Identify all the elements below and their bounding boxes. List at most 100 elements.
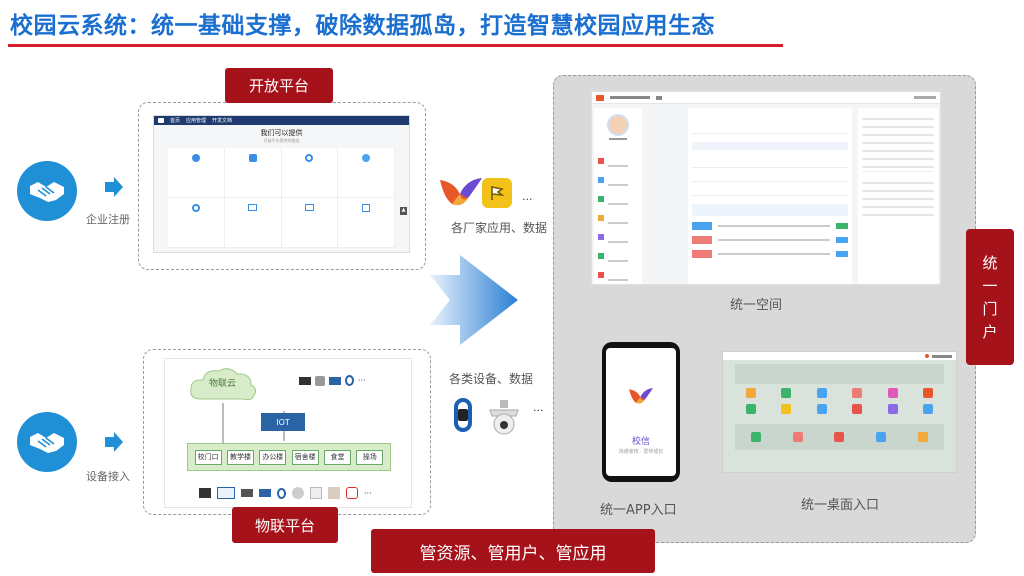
iot-node: 校门口 (194, 449, 222, 465)
space-center-col (688, 108, 852, 284)
folder-icon (191, 204, 200, 212)
task-button[interactable] (836, 237, 848, 243)
phone-screen[interactable]: 校信 沟通家校 · 爱伴成长 (606, 348, 676, 476)
iot-node: 办公楼 (259, 449, 287, 465)
service-card[interactable] (168, 198, 225, 248)
enterprise-register-label: 企业注册 (86, 213, 130, 226)
open-platform-screenshot: 首页 应用管理 开发文档 我们可以提供 开放平台提供的服务 ▲ (153, 115, 410, 253)
menu-item-icon[interactable] (598, 253, 604, 259)
app-tile[interactable] (745, 388, 756, 398)
user-name (609, 138, 627, 140)
quick-links[interactable] (862, 112, 934, 172)
smart-band-icon (454, 398, 472, 432)
menu-item-icon[interactable] (598, 177, 604, 183)
app-tile[interactable] (745, 404, 756, 414)
handshake-icon (17, 161, 77, 221)
service-card[interactable] (224, 198, 282, 248)
user-info[interactable] (914, 96, 936, 99)
nav-item[interactable]: 开发文档 (212, 118, 233, 124)
scroll-up-button[interactable]: ▲ (400, 207, 407, 215)
laptop-icon (241, 489, 253, 497)
app-tile[interactable] (816, 388, 827, 398)
nav-item[interactable]: 应用管理 (186, 118, 207, 124)
menu-item-icon[interactable] (598, 215, 604, 221)
task-button[interactable] (836, 251, 848, 257)
recent-list[interactable] (862, 176, 934, 216)
app-tile[interactable] (852, 388, 863, 398)
connector-line (222, 403, 224, 443)
task-button[interactable] (836, 223, 848, 229)
task-row (692, 250, 848, 258)
sensor-icon (310, 487, 322, 499)
portal-char: 户 (982, 323, 998, 341)
desktop-app-grid (735, 388, 944, 414)
menu-item[interactable] (608, 165, 628, 167)
service-card[interactable] (338, 148, 395, 198)
app-tile[interactable] (781, 404, 792, 414)
app-tile[interactable] (918, 432, 929, 442)
logo-icon (925, 354, 929, 358)
menu-item[interactable] (608, 203, 628, 205)
menu-item-icon[interactable] (598, 196, 604, 202)
device-access-label: 设备接入 (86, 470, 130, 483)
desktop-banner (735, 364, 944, 384)
iot-node: 宿舍楼 (291, 449, 319, 465)
open-platform-heading: 我们可以提供 (260, 129, 303, 137)
menu-icon[interactable] (656, 95, 662, 100)
menu-item[interactable] (608, 184, 628, 186)
menu-item-icon[interactable] (598, 272, 604, 278)
monitor-icon (248, 204, 258, 211)
top-device-row: ··· (299, 375, 366, 386)
device-icon (315, 375, 325, 386)
app-tile[interactable] (750, 432, 761, 442)
app-name: 校信 (631, 437, 650, 447)
space-row (692, 204, 848, 216)
service-card[interactable] (281, 148, 339, 198)
app-tile[interactable] (876, 432, 887, 442)
menu-item[interactable] (608, 241, 628, 243)
app-tile[interactable] (834, 432, 845, 442)
menu-item[interactable] (608, 279, 628, 281)
iot-hub: IOT (261, 413, 305, 431)
service-card[interactable] (224, 148, 282, 198)
ellipsis: ··· (522, 193, 533, 206)
document-icon (362, 204, 371, 212)
app-tile[interactable] (923, 388, 934, 398)
app-tile[interactable] (887, 388, 898, 398)
app-tile[interactable] (792, 432, 803, 442)
app-tile[interactable] (923, 404, 934, 414)
open-platform-subheading: 开放平台提供的服务 (263, 138, 300, 143)
bottom-device-row: ··· (199, 487, 372, 499)
iot-platform-box: 物联云 IOT 校门口 教学楼 办公楼 宿舍楼 食堂 操场 ··· (143, 349, 431, 515)
service-card[interactable] (281, 198, 339, 248)
vendor-flag-icon (482, 178, 512, 208)
nav-item[interactable]: 首页 (170, 118, 181, 124)
ellipsis: ··· (364, 488, 372, 498)
app-tile[interactable] (852, 404, 863, 414)
user-icon (191, 154, 200, 162)
app-tile[interactable] (887, 404, 898, 414)
service-card[interactable] (338, 198, 395, 248)
space-tabs[interactable] (692, 142, 848, 150)
space-left-col (594, 108, 642, 284)
desktop-topbar (723, 352, 956, 360)
menu-item[interactable] (608, 260, 628, 262)
space-row (692, 186, 848, 196)
devices-caption: 各类设备、数据 (449, 372, 534, 386)
alarm-icon (346, 487, 358, 499)
service-card[interactable] (168, 148, 225, 198)
cloud-icon (190, 368, 257, 401)
menu-item[interactable] (608, 222, 628, 224)
menu-item-icon[interactable] (598, 158, 604, 164)
screen-icon (217, 487, 235, 499)
task-row (692, 222, 848, 230)
arrow-right-icon (105, 432, 123, 452)
app-tile[interactable] (781, 388, 792, 398)
arrow-right-icon (105, 177, 123, 197)
menu-item-icon[interactable] (598, 234, 604, 240)
cloud-label: 物联云 (209, 379, 237, 389)
space-notice (692, 108, 848, 134)
app-tile[interactable] (816, 404, 827, 414)
unified-portal-tag: 统 一 门 户 (966, 229, 1014, 365)
space-right-col (858, 108, 938, 284)
